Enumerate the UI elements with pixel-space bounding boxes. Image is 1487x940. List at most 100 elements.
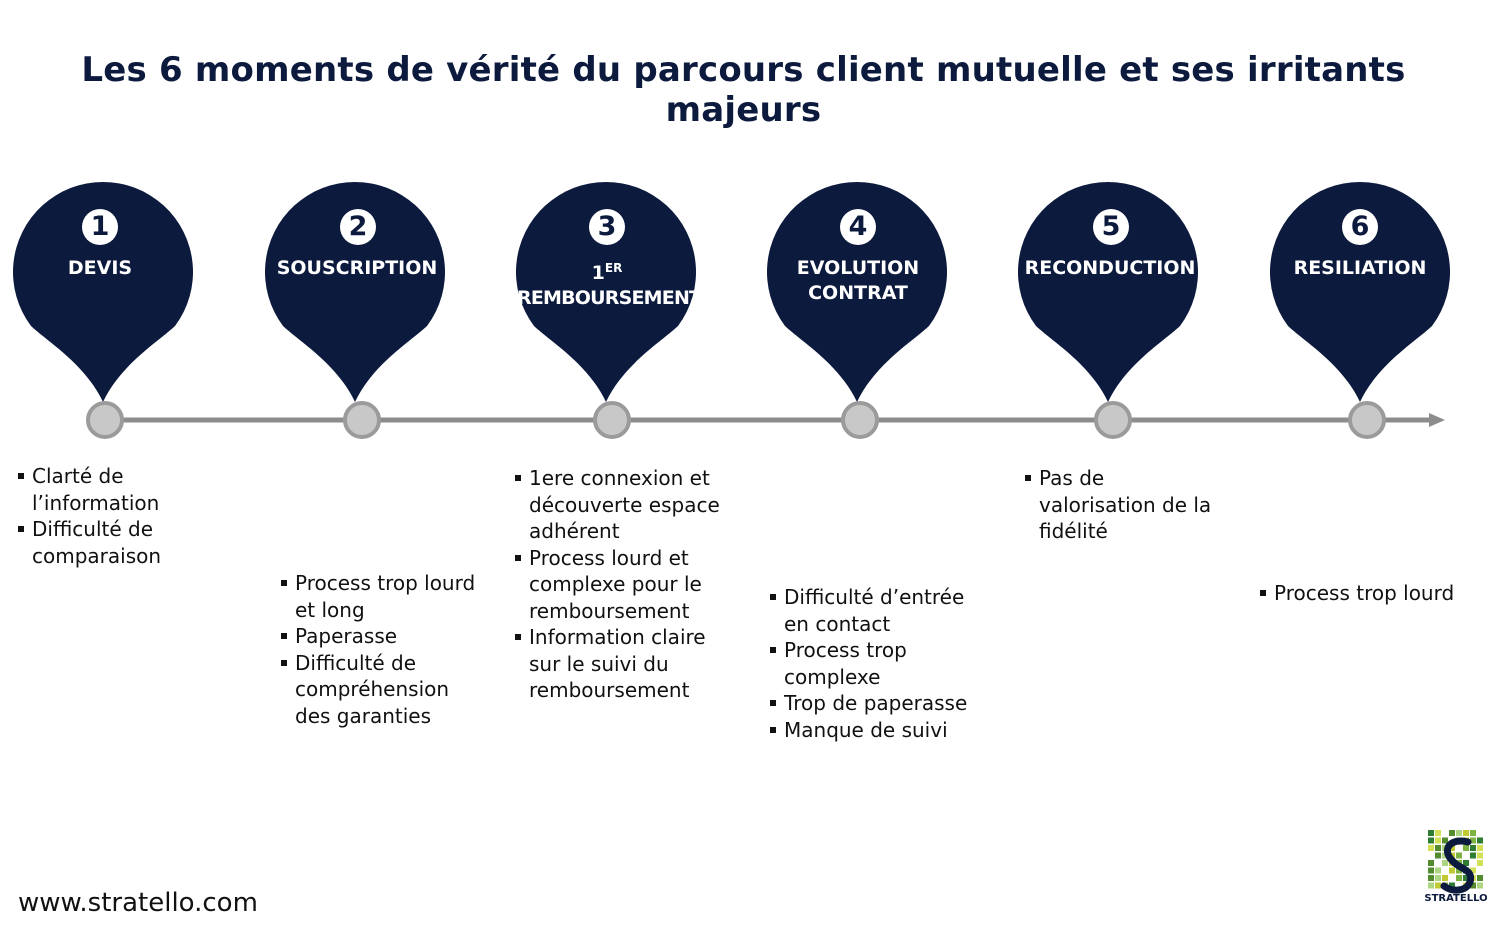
moment-6-number: 6 [1342, 209, 1378, 245]
moment-3-number: 3 [589, 209, 625, 245]
moment-5-pin-marker [1018, 182, 1198, 402]
logo-mosaic-cell [1470, 882, 1476, 889]
moment-6-irritants: Process trop lourd [1260, 580, 1475, 607]
timeline-arrowhead [1429, 413, 1445, 427]
moment-1-label: DEVIS [10, 256, 190, 281]
logo-mosaic-cell [1449, 867, 1455, 874]
logo-mosaic-cell [1456, 867, 1462, 874]
logo-mosaic-cell [1463, 845, 1469, 851]
list-item: Paperasse [281, 623, 481, 650]
moment-5-irritants: Pas de valorisation de la fidélité [1025, 465, 1220, 545]
logo-mosaic-cell [1477, 845, 1483, 851]
moment-2-irritants: Process trop lourd et long Paperasse Dif… [281, 570, 481, 729]
list-item: Manque de suivi [770, 717, 970, 744]
logo-mosaic-cell [1435, 867, 1441, 874]
logo-mosaic-cell [1442, 875, 1448, 881]
moment-4-pin-marker [767, 182, 948, 402]
logo-mosaic-cell [1477, 837, 1483, 844]
moment-1-pin-marker [13, 182, 194, 402]
logo-mosaic-cell [1428, 882, 1434, 889]
logo-mosaic-cell [1428, 830, 1434, 836]
moment-2-number: 2 [340, 209, 376, 245]
page-title: Les 6 moments de vérité du parcours clie… [81, 50, 1406, 130]
moment-6-label-line: RESILIATION [1293, 257, 1427, 279]
logo-mosaic-cell [1435, 837, 1441, 844]
stratello-logo [1428, 830, 1483, 894]
moment-1-irritants: Clarté de l’information Difficulté de co… [18, 463, 188, 569]
moment-5-number: 5 [1093, 209, 1129, 245]
logo-mosaic-cell [1435, 830, 1441, 836]
logo-mosaic-cell [1456, 852, 1462, 859]
list-item: Clarté de l’information [18, 463, 188, 516]
moment-3-irritants: 1ere connexion et découverte espace adhé… [515, 465, 720, 704]
moment-4-number: 4 [840, 209, 876, 245]
list-item: Difficulté d’entrée en contact [770, 584, 970, 637]
moment-4-irritants: Difficulté d’entrée en contact Process t… [770, 584, 970, 743]
moment-3-label-sup: ER [604, 261, 623, 275]
logo-mosaic-cell [1470, 852, 1476, 859]
moment-4-label-line-2: CONTRAT [808, 282, 908, 304]
list-item: Pas de valorisation de la fidélité [1025, 465, 1220, 545]
logo-mosaic-cell [1428, 860, 1434, 866]
logo-mosaic-cell [1435, 875, 1441, 881]
moment-3-pin-marker [516, 182, 696, 402]
moment-1-number: 1 [82, 209, 118, 245]
logo-wordmark: STRATELLO [1424, 893, 1487, 904]
logo-mosaic-cell [1477, 882, 1483, 889]
logo-mosaic-cell [1456, 875, 1462, 881]
list-item: Process trop complexe [770, 637, 970, 690]
logo-mosaic-cell [1477, 860, 1483, 866]
moment-2-pin-marker [265, 182, 445, 402]
list-item: Difficulté de compréhension des garantie… [281, 650, 481, 730]
moment-3-label-line: REMBOURSEMENT [517, 287, 702, 309]
logo-mosaic-cell [1428, 837, 1434, 844]
list-item: Information claire sur le suivi du rembo… [515, 624, 720, 704]
list-item: 1ere connexion et découverte espace adhé… [515, 465, 720, 545]
moment-1-timeline-node [86, 401, 124, 439]
logo-mosaic-cell [1435, 852, 1441, 859]
logo-mosaic-cell [1449, 830, 1455, 836]
list-item: Difficulté de comparaison [18, 516, 188, 569]
list-item: Process lourd et complexe pour le rembou… [515, 545, 720, 625]
moment-2-label-line: SOUSCRIPTION [276, 257, 438, 279]
list-item: Process trop lourd [1260, 580, 1475, 607]
moment-4-label-line-1: EVOLUTION [796, 257, 920, 279]
logo-mosaic-cell [1442, 837, 1448, 844]
moment-5-timeline-node [1094, 401, 1132, 439]
logo-mosaic-cell [1449, 845, 1455, 851]
moment-2-label: SOUSCRIPTION [267, 256, 447, 281]
logo-mosaic-cell [1463, 875, 1469, 881]
logo-mosaic-cell [1428, 867, 1434, 874]
logo-mosaic-cell [1456, 830, 1462, 836]
logo-mosaic-cell [1470, 845, 1476, 851]
logo-mosaic-cell [1477, 875, 1483, 881]
moment-5-label-line: RECONDUCTION [1024, 257, 1196, 279]
logo-mosaic-cell [1435, 882, 1441, 889]
logo-mosaic-cell [1449, 882, 1455, 889]
logo-mosaic-cell [1428, 845, 1434, 851]
moment-4-timeline-node [841, 401, 879, 439]
logo-mosaic-cell [1470, 867, 1476, 874]
logo-mosaic-cell [1477, 852, 1483, 859]
moment-2-timeline-node [343, 401, 381, 439]
list-item: Trop de paperasse [770, 690, 970, 717]
moment-3-label-main: 1 [591, 262, 605, 284]
moment-3-label: 1ER REMBOURSEMENT [517, 256, 702, 311]
logo-mosaic-cell [1442, 860, 1448, 866]
logo-mosaic-cell [1470, 830, 1476, 836]
logo-mosaic-cell [1470, 837, 1476, 844]
moment-3-timeline-node [593, 401, 631, 439]
moment-6-label: RESILIATION [1270, 256, 1450, 281]
logo-mosaic-cell [1463, 830, 1469, 836]
logo-mosaic-cell [1428, 875, 1434, 881]
moment-1-label-line: DEVIS [67, 257, 133, 279]
list-item: Process trop lourd et long [281, 570, 481, 623]
moment-3-label-first-line: 1ER [517, 256, 697, 286]
moment-5-label: RECONDUCTION [1020, 256, 1200, 281]
moment-4-label: EVOLUTION CONTRAT [768, 256, 948, 306]
website-link[interactable]: www.stratello.com [18, 888, 258, 918]
moment-6-timeline-node [1348, 401, 1386, 439]
moment-6-pin-marker [1270, 182, 1451, 402]
logo-mosaic-cell [1463, 860, 1469, 866]
